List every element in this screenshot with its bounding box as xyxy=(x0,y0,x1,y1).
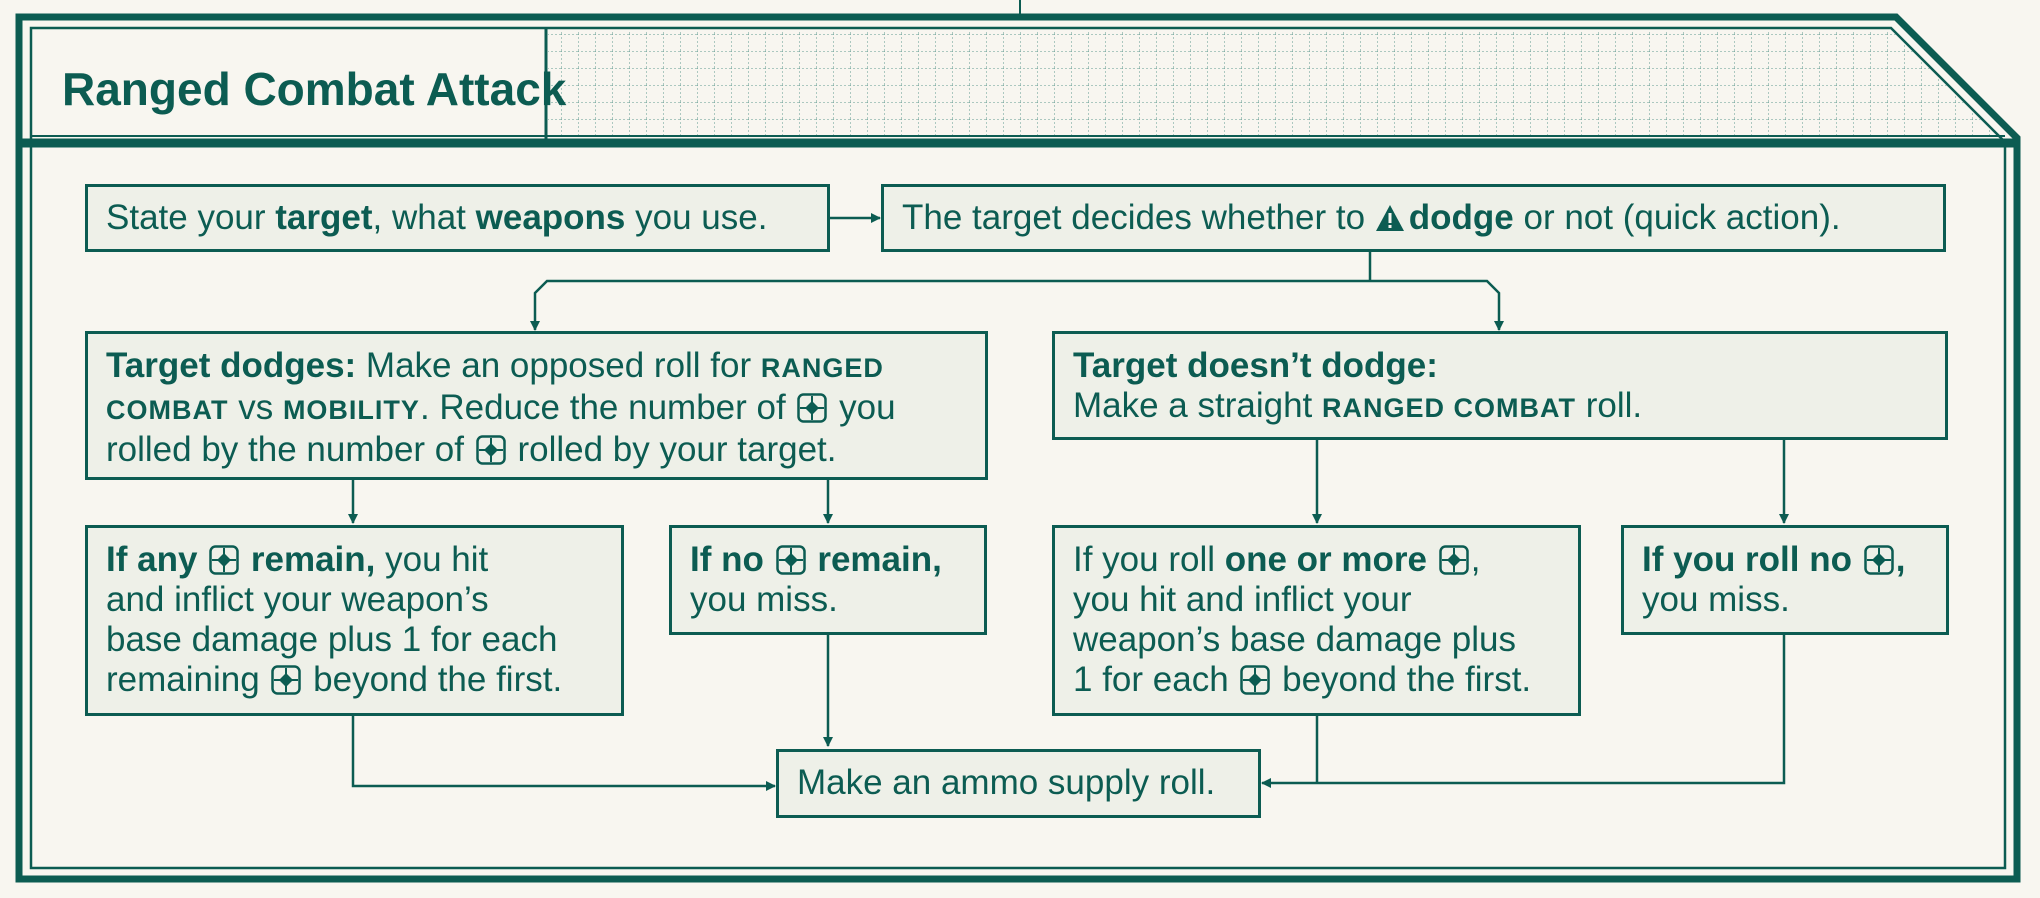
node-if-no-remain: If no remain, you miss. xyxy=(669,525,987,635)
success-icon xyxy=(797,393,828,423)
dodges-text-3: . Reduce the number of xyxy=(419,388,796,427)
dodges-skill-mobility: MOBILITY xyxy=(282,395,420,425)
node-one-or-more: If you roll one or more , you hit and in… xyxy=(1052,525,1581,716)
inner-frame xyxy=(29,26,2007,870)
state-text-3: you use. xyxy=(625,198,768,237)
rollno-line-1: If you roll no , xyxy=(1642,540,1928,580)
noremain-bold-1: If no xyxy=(690,540,774,579)
dodges-text-1: Make an opposed roll for xyxy=(356,346,761,385)
anyremain-text-2: remaining xyxy=(106,660,270,699)
success-icon xyxy=(1863,545,1894,575)
anyremain-text-1: you hit xyxy=(375,540,489,579)
nododge-line-1: Target doesn’t dodge: xyxy=(1073,346,1927,386)
connectors xyxy=(348,213,1789,791)
success-icon xyxy=(1438,545,1469,575)
state-text-2: , what xyxy=(372,198,476,237)
anyremain-bold-1: If any xyxy=(106,540,208,579)
nododge-heading: Target doesn’t dodge: xyxy=(1073,346,1438,385)
success-icon xyxy=(271,665,302,695)
node-target-dodges: Target dodges: Make an opposed roll for … xyxy=(85,331,988,480)
noremain-line-2: you miss. xyxy=(690,580,838,619)
success-icon xyxy=(209,545,239,575)
rollno-bold-1: If you roll no xyxy=(1642,540,1862,579)
onemore-bold-1: one or more xyxy=(1224,540,1437,579)
outer-frame xyxy=(15,13,2021,883)
ammo-text: Make an ammo supply roll. xyxy=(797,763,1216,802)
onemore-text-2: , xyxy=(1470,540,1481,579)
noremain-line-1: If no remain, xyxy=(690,540,966,580)
decide-text-2: or not (quick action). xyxy=(1513,198,1841,237)
dodges-line-3: rolled by the number of rolled by your t… xyxy=(106,430,967,470)
success-icon xyxy=(475,435,506,465)
anyremain-text-3: beyond the first. xyxy=(303,660,563,699)
arrow-to-nododge xyxy=(1370,279,1504,331)
nododge-skill-ranged-combat: RANGED COMBAT xyxy=(1322,393,1576,423)
diagram-title: Ranged Combat Attack xyxy=(62,63,567,115)
anyremain-line-2: and inflict your weapon’s xyxy=(106,580,489,619)
rollno-line-2: you miss. xyxy=(1642,580,1790,619)
node-target-doesnt-dodge: Target doesn’t dodge: Make a straight RA… xyxy=(1052,331,1948,440)
dodges-text-4: you xyxy=(829,388,896,427)
header-grid xyxy=(548,30,1999,138)
anyremain-line-1: If any remain, you hit xyxy=(106,540,603,580)
nododge-line-2: Make a straight RANGED COMBAT roll. xyxy=(1073,386,1927,428)
decide-bold-dodge: dodge xyxy=(1408,198,1514,237)
onemore-line-3: weapon’s base damage plus xyxy=(1073,620,1517,659)
node-ammo-supply-roll: Make an ammo supply roll. xyxy=(776,749,1261,818)
nododge-text-2: roll. xyxy=(1575,386,1643,425)
dodges-line-2: COMBAT vs MOBILITY. Reduce the number of… xyxy=(106,388,967,430)
node-target-decides: The target decides whether to dodge or n… xyxy=(881,184,1946,252)
dodges-heading: Target dodges: xyxy=(106,346,357,385)
dodges-text-6: rolled by your target. xyxy=(507,430,837,469)
onemore-text-1: If you roll xyxy=(1073,540,1225,579)
noremain-bold-2: remain, xyxy=(807,540,942,579)
rollno-bold-2: , xyxy=(1895,540,1906,579)
anyremain-bold-2: remain, xyxy=(241,540,376,579)
onemore-line-2: you hit and inflict your xyxy=(1073,580,1412,619)
dodges-line-1: Target dodges: Make an opposed roll for … xyxy=(106,346,967,388)
success-icon xyxy=(775,545,806,575)
nododge-text-1: Make a straight xyxy=(1073,386,1322,425)
node-roll-no: If you roll no , you miss. xyxy=(1621,525,1949,635)
dodges-text-vs: vs xyxy=(228,388,283,427)
anyremain-line-4: remaining beyond the first. xyxy=(106,660,603,700)
onemore-line-4: 1 for each beyond the first. xyxy=(1073,660,1560,700)
warning-triangle-icon xyxy=(1375,204,1405,232)
state-bold-weapons: weapons xyxy=(475,198,626,237)
dodges-skill-ranged: RANGED xyxy=(760,353,884,383)
node-state-target: State your target, what weapons you use. xyxy=(85,184,830,252)
node-if-any-remain: If any remain, you hit and inflict your … xyxy=(85,525,624,716)
arrow-anyremain-to-ammo xyxy=(351,715,776,791)
anyremain-line-3: base damage plus 1 for each xyxy=(106,620,558,659)
arrow-to-dodges xyxy=(530,279,1370,331)
state-text-1: State your xyxy=(106,198,276,237)
dodges-skill-combat: COMBAT xyxy=(106,395,229,425)
success-icon xyxy=(1240,665,1271,695)
onemore-text-4: beyond the first. xyxy=(1272,660,1532,699)
onemore-text-3: 1 for each xyxy=(1073,660,1239,699)
dodges-text-5: rolled by the number of xyxy=(106,430,474,469)
onemore-line-1: If you roll one or more , xyxy=(1073,540,1560,580)
arrow-rollno-to-ammo xyxy=(1261,634,1786,788)
decide-text-1: The target decides whether to xyxy=(902,198,1375,237)
state-bold-target: target xyxy=(275,198,373,237)
